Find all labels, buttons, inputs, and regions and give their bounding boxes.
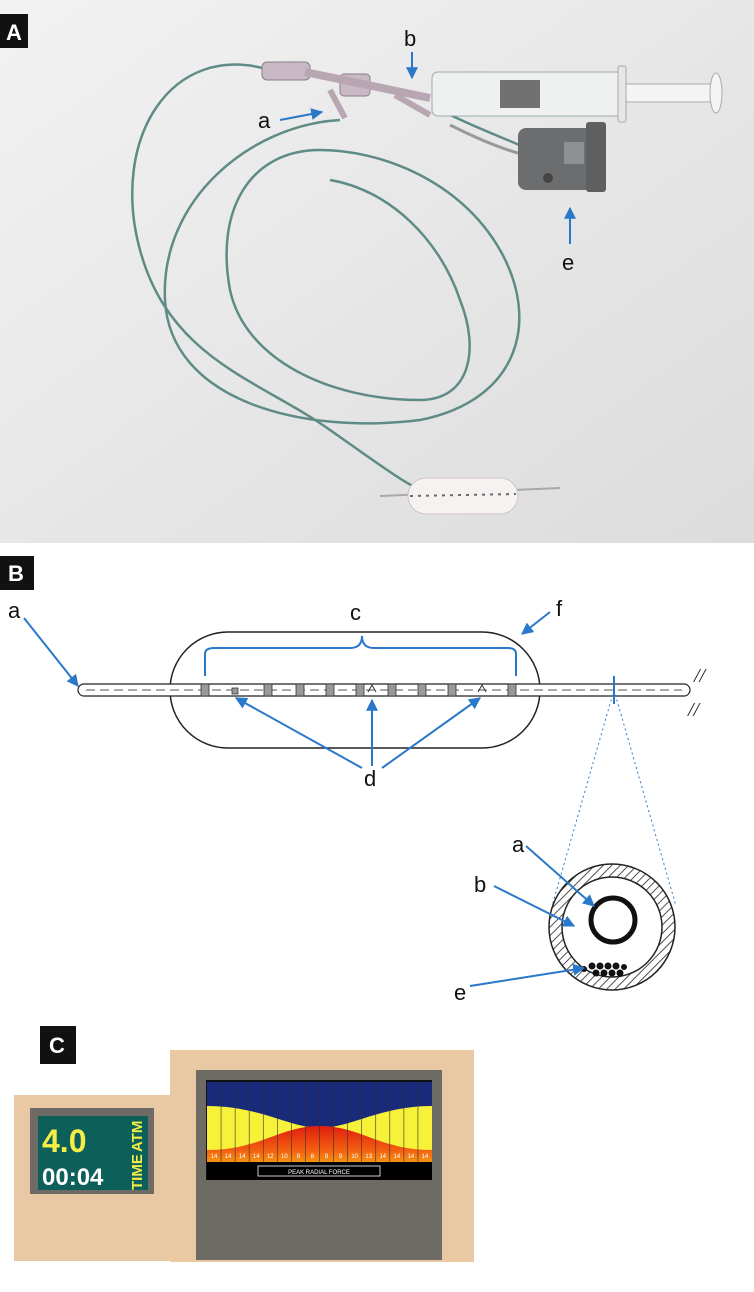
time-value: 00:04 — [42, 1164, 104, 1191]
arrow-a-section — [525, 845, 595, 907]
db-connector — [449, 122, 606, 192]
segment-value-16: 14 — [422, 1154, 429, 1160]
panel-c-label: C — [49, 1033, 65, 1058]
callout-a-photo: a — [258, 108, 271, 133]
segment-value-8: 8 — [311, 1154, 315, 1160]
catheter-shaft — [77, 683, 691, 697]
callout-b-section: b — [474, 872, 486, 897]
panel-b: B c f a d — [0, 556, 708, 1005]
inner-lumen — [588, 895, 638, 945]
segment-value-14: 14 — [394, 1154, 401, 1160]
sensor-notch-2 — [477, 683, 487, 693]
callout-f: f — [556, 596, 563, 621]
balloon-photo — [379, 477, 561, 515]
panel-a: A a b e — [0, 0, 754, 543]
pressure-display-device: 4.0 00:04 ATM TIME — [14, 1095, 174, 1261]
brace-c — [204, 635, 517, 676]
lcd-screen — [38, 1116, 148, 1190]
segment-value-9: 8 — [325, 1154, 329, 1160]
segment-labels: 14 14 14 14 12 10 8 8 8 9 10 13 14 14 14 14 — [211, 1154, 429, 1160]
arrow-e-section — [469, 963, 586, 987]
arrow-d-3 — [381, 697, 481, 769]
panel-a-label: A — [6, 20, 22, 45]
arrow-d-1 — [234, 697, 363, 769]
segment-value-7: 8 — [297, 1154, 301, 1160]
segment-value-6: 10 — [281, 1154, 288, 1160]
force-graph: 14 14 14 14 12 10 8 8 8 9 10 13 14 14 14 14 — [207, 1082, 432, 1162]
time-label: TIME — [129, 1154, 146, 1190]
force-display-device: 14 14 14 14 12 10 8 8 8 9 10 13 14 14 14 14 PEAK RADIAL… — [170, 1050, 474, 1262]
segment-value-15: 14 — [408, 1154, 415, 1160]
segment-value-5: 12 — [267, 1154, 274, 1160]
arrow-a-tip — [23, 617, 79, 687]
segment-value-2: 14 — [225, 1154, 232, 1160]
arrow-b-section — [493, 885, 576, 927]
break-mark-top: // — [693, 665, 708, 687]
panel-b-label-box — [0, 556, 34, 590]
panel-a-label-box — [0, 14, 28, 48]
peak-radial-force-label: PEAK RADIAL FORCE — [288, 1170, 350, 1176]
callout-b-photo: b — [404, 26, 416, 51]
callout-a-section: a — [512, 832, 525, 857]
pressure-value: 4.0 — [42, 1123, 86, 1159]
segment-value-3: 14 — [239, 1154, 246, 1160]
callout-e-photo: e — [562, 250, 574, 275]
arrow-f — [521, 611, 551, 635]
syringe — [431, 65, 723, 123]
arrow-a-photo — [279, 108, 324, 121]
panel-c-label-box — [40, 1026, 76, 1064]
sensor-notch-1 — [367, 683, 377, 693]
segment-value-4: 14 — [253, 1154, 260, 1160]
callout-e-section: e — [454, 980, 466, 1005]
callout-c: c — [350, 600, 361, 625]
sensor-array — [200, 683, 517, 697]
segment-value-11: 10 — [351, 1154, 358, 1160]
panel-b-label: B — [8, 561, 24, 586]
y-connector — [261, 61, 432, 120]
segment-value-12: 13 — [365, 1154, 372, 1160]
callout-d: d — [364, 766, 376, 791]
pressure-unit: ATM — [129, 1121, 146, 1152]
break-mark-bottom: // — [687, 699, 702, 721]
segment-value-10: 9 — [339, 1154, 343, 1160]
graph-dividers — [220, 1082, 419, 1162]
segment-value-1: 14 — [211, 1154, 218, 1160]
callout-a-tip: a — [8, 598, 21, 623]
segment-value-13: 14 — [379, 1154, 386, 1160]
